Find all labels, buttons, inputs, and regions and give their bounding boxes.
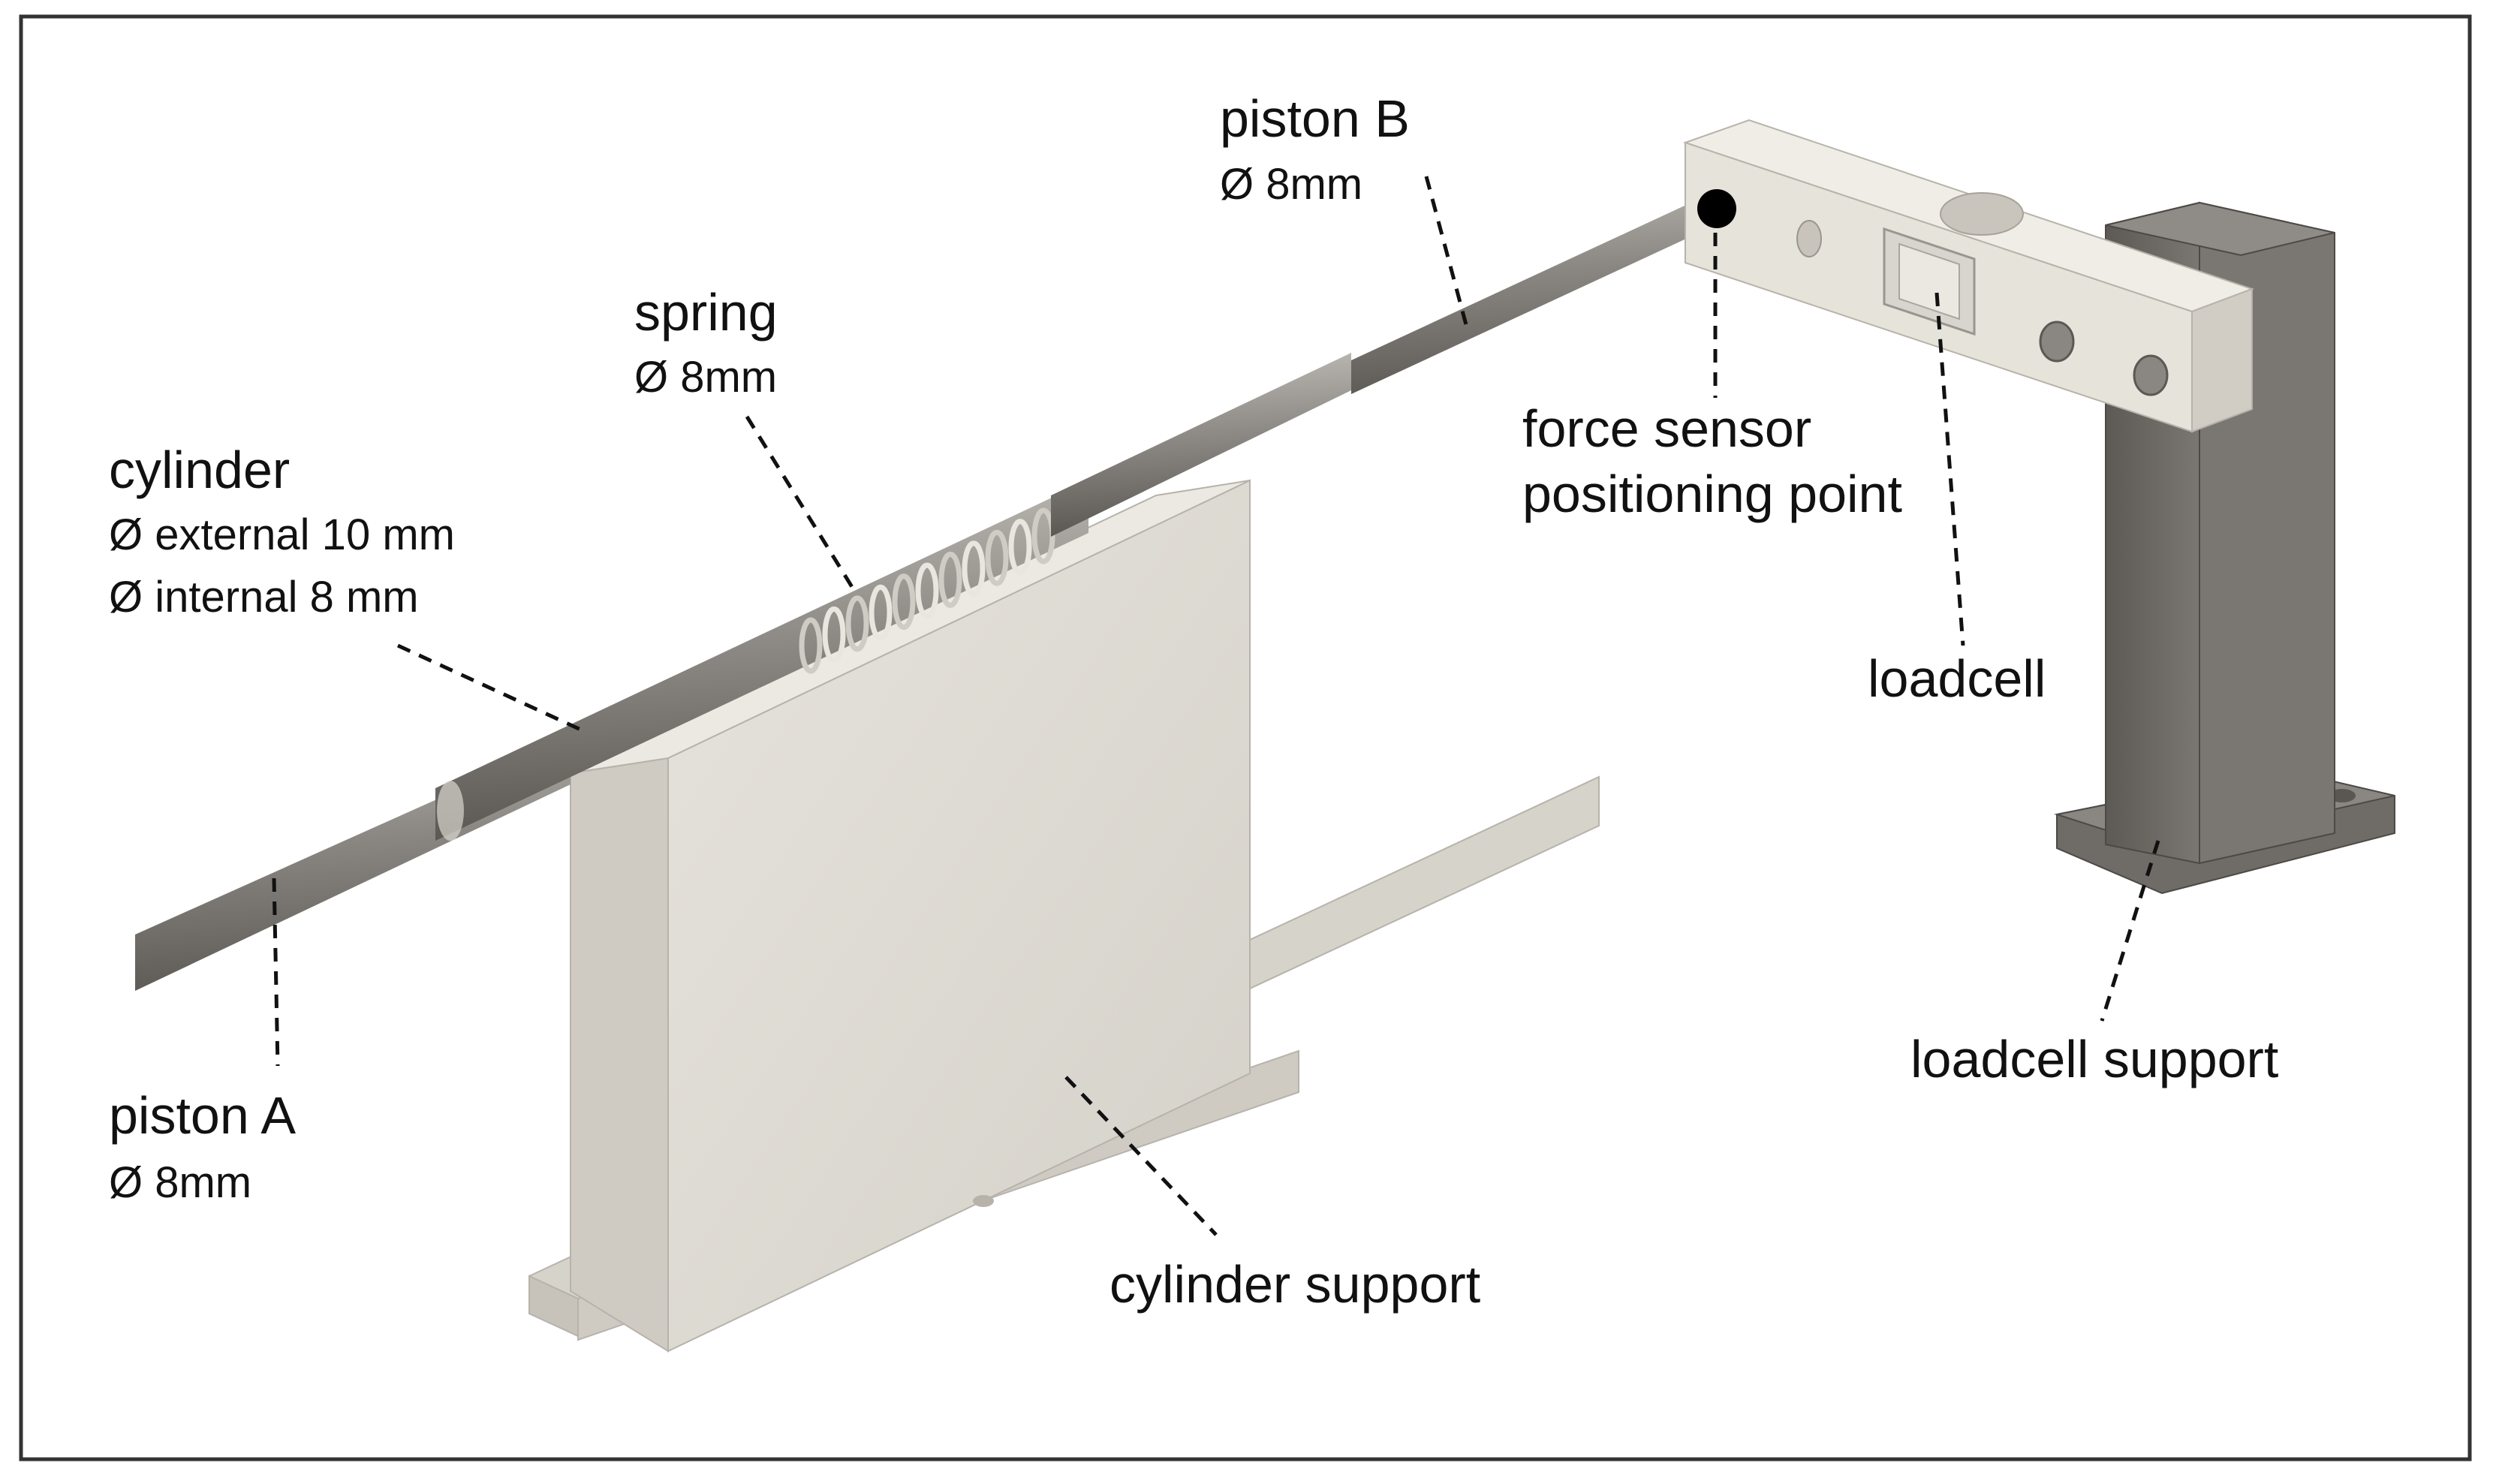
label-piston-b-dim: Ø 8mm — [1220, 160, 1362, 209]
spring-coil — [962, 540, 986, 598]
spring-coil — [1008, 519, 1032, 576]
loadcell-center-hole — [1940, 192, 2024, 236]
cylinder-front-section — [1051, 353, 1351, 537]
leader-cylinder — [396, 643, 587, 734]
label-piston-a-dim: Ø 8mm — [109, 1158, 251, 1207]
spring-coil — [938, 551, 962, 608]
piston-b-rod — [1351, 191, 1715, 394]
label-cylinder-internal: Ø internal 8 mm — [109, 573, 419, 622]
label-loadcell: loadcell — [1868, 649, 2046, 708]
leader-piston-b — [1424, 176, 1470, 331]
spring-coil — [822, 606, 846, 663]
force-sensor-point-marker — [1697, 189, 1736, 228]
label-cylinder-external: Ø external 10 mm — [109, 510, 455, 559]
label-force-sensor-line2: positioning point — [1522, 465, 1902, 523]
spring-coil — [869, 584, 893, 641]
label-piston-b: piston B — [1220, 89, 1410, 148]
labels: piston B Ø 8mm spring Ø 8mm cylinder Ø e… — [109, 89, 2278, 1314]
label-spring-dim: Ø 8mm — [634, 353, 777, 402]
spring-coil — [915, 562, 939, 619]
label-piston-a: piston A — [109, 1086, 296, 1145]
label-cylinder: cylinder — [109, 441, 290, 499]
bolt-head — [2133, 354, 2169, 396]
bolt-head — [2039, 321, 2075, 363]
loadcell-shape — [1682, 119, 2254, 433]
leader-lines — [272, 176, 2160, 1236]
leader-piston-a — [272, 877, 280, 1067]
label-loadcell-support: loadcell support — [1910, 1030, 2278, 1088]
cylinder-support-shape — [528, 479, 1600, 1353]
spring-coils — [799, 507, 1055, 674]
mount-hole — [973, 1195, 994, 1207]
label-cylinder-support: cylinder support — [1110, 1255, 1480, 1314]
spring-coil — [845, 595, 869, 652]
leader-loadcell — [1934, 292, 1965, 646]
leader-cylinder-support — [1064, 1076, 1218, 1236]
cylinder-tube — [435, 480, 1088, 841]
leader-loadcell-support — [2100, 840, 2160, 1022]
spring-coil — [799, 617, 823, 674]
label-force-sensor-line1: force sensor — [1522, 399, 1811, 458]
leader-spring — [745, 415, 858, 595]
rod-assembly — [135, 191, 1715, 991]
label-spring: spring — [634, 283, 778, 342]
spring-coil — [985, 529, 1009, 586]
spring-coil — [892, 573, 916, 631]
